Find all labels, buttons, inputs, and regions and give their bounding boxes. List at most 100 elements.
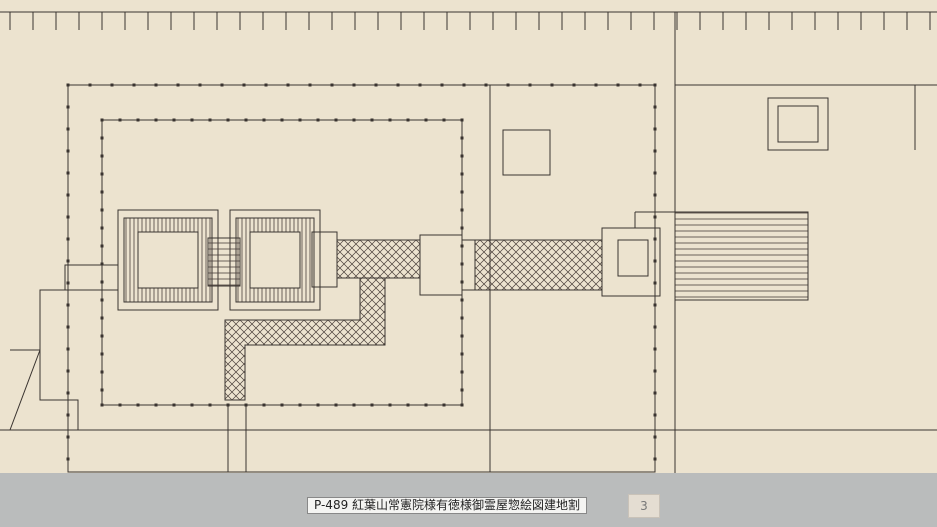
fence-post <box>242 83 246 87</box>
fence-post <box>653 171 657 175</box>
fence-post <box>154 83 158 87</box>
fence-post <box>460 190 464 194</box>
fence-post <box>226 118 230 122</box>
fence-post <box>66 237 70 241</box>
fence-post <box>66 303 70 307</box>
fence-post <box>370 403 374 407</box>
fence-post <box>460 403 464 407</box>
fence-post <box>100 298 104 302</box>
fence-post <box>653 105 657 109</box>
fence-post <box>460 172 464 176</box>
page-number: 3 <box>628 494 660 518</box>
fence-post <box>396 83 400 87</box>
fence-post <box>172 403 176 407</box>
fence-post <box>418 83 422 87</box>
fence-post <box>226 403 230 407</box>
fence-post <box>653 149 657 153</box>
fence-post <box>388 118 392 122</box>
fence-post <box>100 118 104 122</box>
fence-post <box>484 83 488 87</box>
fence-post <box>460 136 464 140</box>
fence-post <box>66 127 70 131</box>
small-pavilion <box>502 129 551 176</box>
fence-post <box>460 298 464 302</box>
fence-post <box>264 83 268 87</box>
fence-post <box>460 352 464 356</box>
front-gate <box>601 227 661 297</box>
fence-post <box>190 403 194 407</box>
top-border-ticks <box>9 12 931 30</box>
fence-post <box>653 435 657 439</box>
fence-post <box>66 215 70 219</box>
fence-post <box>154 403 158 407</box>
fence-post <box>440 83 444 87</box>
fence-post <box>653 303 657 307</box>
fence-post <box>66 369 70 373</box>
fence-post <box>572 83 576 87</box>
fence-post <box>424 403 428 407</box>
fence-post <box>298 118 302 122</box>
fence-post <box>66 171 70 175</box>
fence-post <box>100 316 104 320</box>
fence-post <box>100 208 104 212</box>
fence-post <box>100 388 104 392</box>
fence-post <box>352 403 356 407</box>
fence-post <box>66 347 70 351</box>
fence-post <box>594 83 598 87</box>
fence-post <box>653 259 657 263</box>
fence-post <box>442 403 446 407</box>
fence-post <box>154 118 158 122</box>
fence-post <box>220 83 224 87</box>
fence-post <box>653 281 657 285</box>
fence-post <box>330 83 334 87</box>
fence-post <box>100 352 104 356</box>
fence-post <box>653 391 657 395</box>
fence-posts <box>66 83 657 461</box>
fence-post <box>460 244 464 248</box>
fence-post <box>66 281 70 285</box>
fence-post <box>352 118 356 122</box>
fence-post <box>653 83 657 87</box>
fence-post <box>66 193 70 197</box>
fence-post <box>66 149 70 153</box>
fence-post <box>653 413 657 417</box>
corridor-south <box>224 277 386 401</box>
fence-post <box>653 215 657 219</box>
corridor-east <box>336 239 421 279</box>
fence-post <box>653 325 657 329</box>
fence-post <box>118 403 122 407</box>
fence-post <box>460 226 464 230</box>
fence-post <box>406 403 410 407</box>
fence-post <box>374 83 378 87</box>
fence-post <box>132 83 136 87</box>
caption-label: P-489 紅葉山常憲院様有徳様御霊屋惣絵図建地割 <box>307 497 588 514</box>
fence-post <box>110 83 114 87</box>
fence-post <box>653 237 657 241</box>
fence-post <box>100 154 104 158</box>
fence-post <box>528 83 532 87</box>
fence-post <box>334 118 338 122</box>
fence-post <box>653 369 657 373</box>
fence-post <box>308 83 312 87</box>
outer-enclosure <box>67 84 656 473</box>
fence-post <box>370 118 374 122</box>
fence-post <box>506 83 510 87</box>
fence-post <box>442 118 446 122</box>
fence-post <box>136 118 140 122</box>
fence-post <box>208 118 212 122</box>
fence-post <box>653 127 657 131</box>
fence-post <box>653 347 657 351</box>
fence-post <box>460 334 464 338</box>
fence-post <box>298 403 302 407</box>
fence-post <box>460 316 464 320</box>
fence-post <box>460 154 464 158</box>
fence-post <box>616 83 620 87</box>
fence-post <box>100 226 104 230</box>
fence-post <box>190 118 194 122</box>
fence-post <box>100 190 104 194</box>
fence-post <box>653 457 657 461</box>
fence-post <box>118 118 122 122</box>
fence-post <box>316 118 320 122</box>
fence-post <box>66 413 70 417</box>
fence-post <box>424 118 428 122</box>
